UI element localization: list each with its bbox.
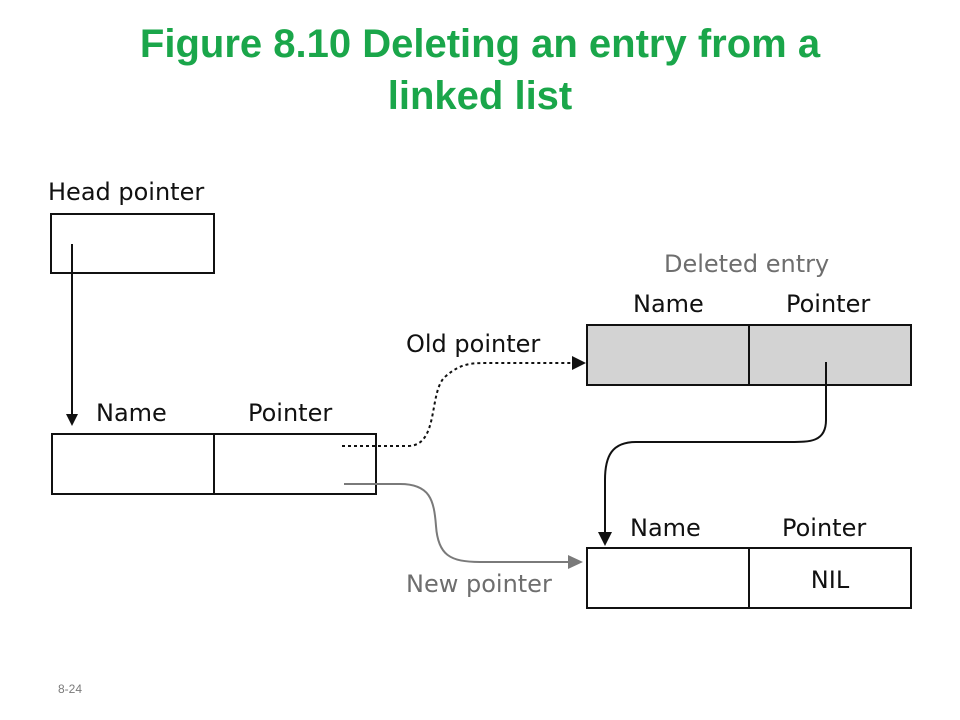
entry3-name-cell bbox=[586, 547, 750, 609]
deleted-name-cell bbox=[586, 324, 750, 386]
figure-title-line-1: Figure 8.10 Deleting an entry from a bbox=[139, 22, 821, 66]
old-pointer-label: Old pointer bbox=[406, 330, 540, 358]
deleted-entry-label: Deleted entry bbox=[664, 250, 829, 278]
deleted-pointer-header: Pointer bbox=[786, 290, 870, 318]
old-pointer-arrow bbox=[342, 362, 582, 447]
entry1-name-header: Name bbox=[96, 399, 167, 427]
entry1-pointer-header: Pointer bbox=[248, 399, 332, 427]
entry3-pointer-header: Pointer bbox=[782, 514, 866, 542]
entry1-name-cell bbox=[51, 433, 215, 495]
nil-value: NIL bbox=[811, 566, 850, 594]
figure-title: Figure 8.10 Deleting an entry from a lin… bbox=[0, 18, 960, 122]
entry3-name-header: Name bbox=[630, 514, 701, 542]
entry3-pointer-cell bbox=[748, 547, 912, 609]
deleted-pointer-cell bbox=[748, 324, 912, 386]
new-pointer-arrow bbox=[344, 483, 572, 563]
deleted-entry-pointer-arrowhead bbox=[598, 532, 612, 546]
deleted-name-header: Name bbox=[633, 290, 704, 318]
figure-title-line-2: linked list bbox=[387, 74, 573, 118]
head-pointer-label: Head pointer bbox=[48, 178, 204, 206]
slide-number: 8-24 bbox=[58, 682, 83, 696]
old-pointer-arrowhead bbox=[572, 356, 586, 370]
head-pointer-box bbox=[50, 213, 215, 274]
deleted-entry-pointer-arrow bbox=[604, 362, 827, 542]
new-pointer-label: New pointer bbox=[406, 570, 552, 598]
new-pointer-arrowhead bbox=[568, 555, 583, 569]
